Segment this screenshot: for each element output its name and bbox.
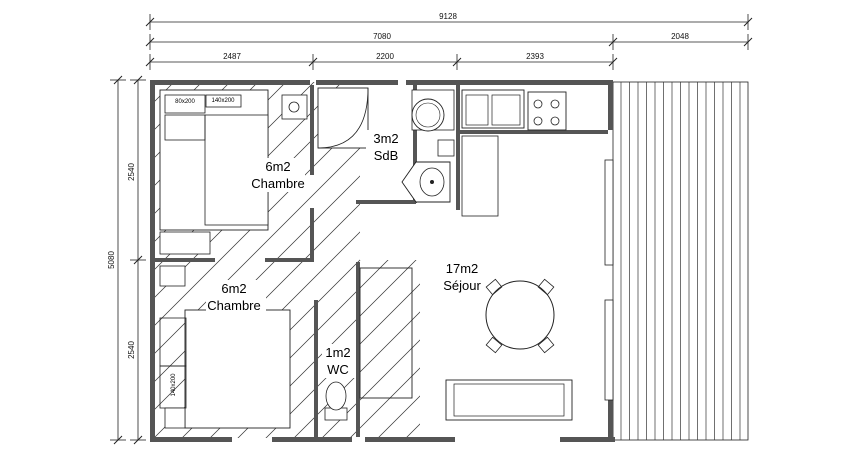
sdb-area: 3m2 [373, 131, 398, 146]
room-label-chambre-top: 6m2 Chambre [251, 158, 305, 192]
dim-total-width: 9128 [439, 12, 457, 21]
chambre-top-name: Chambre [251, 176, 304, 191]
wc-name: WC [327, 362, 349, 377]
dim-inner-width: 7080 [373, 32, 391, 41]
chambre-bottom-name: Chambre [207, 298, 260, 313]
dim-total-height: 5080 [107, 251, 116, 269]
dim-upper-height: 2540 [127, 163, 136, 181]
sdb-name: SdB [374, 148, 399, 163]
room-label-sejour: 17m2 Séjour [443, 261, 481, 293]
chambre-bottom-area: 6m2 [221, 281, 246, 296]
room-label-sdb: 3m2 SdB [366, 130, 408, 164]
wc-area: 1m2 [325, 345, 350, 360]
dim-seg-middle: 2200 [376, 52, 394, 61]
fixtures [159, 87, 614, 429]
bed-label-top: 140x200 [211, 98, 235, 104]
chambre-top-area: 6m2 [265, 159, 290, 174]
dimension-lines [110, 14, 753, 445]
room-label-wc: 1m2 WC [322, 344, 356, 378]
sejour-area: 17m2 [446, 261, 479, 276]
dim-lower-height: 2540 [127, 341, 136, 359]
sejour-name: Séjour [443, 278, 481, 293]
walls [150, 80, 615, 442]
room-label-chambre-bottom: 6m2 Chambre [206, 280, 266, 314]
dim-deck-width: 2048 [671, 32, 689, 41]
dim-seg-left: 2487 [223, 52, 241, 61]
bed-label-bottom: 140x200 [171, 373, 177, 397]
deck-terrace [612, 81, 749, 441]
dining-table [485, 278, 555, 354]
dim-seg-right: 2393 [526, 52, 544, 61]
small-bed-label: 80x200 [175, 99, 195, 105]
